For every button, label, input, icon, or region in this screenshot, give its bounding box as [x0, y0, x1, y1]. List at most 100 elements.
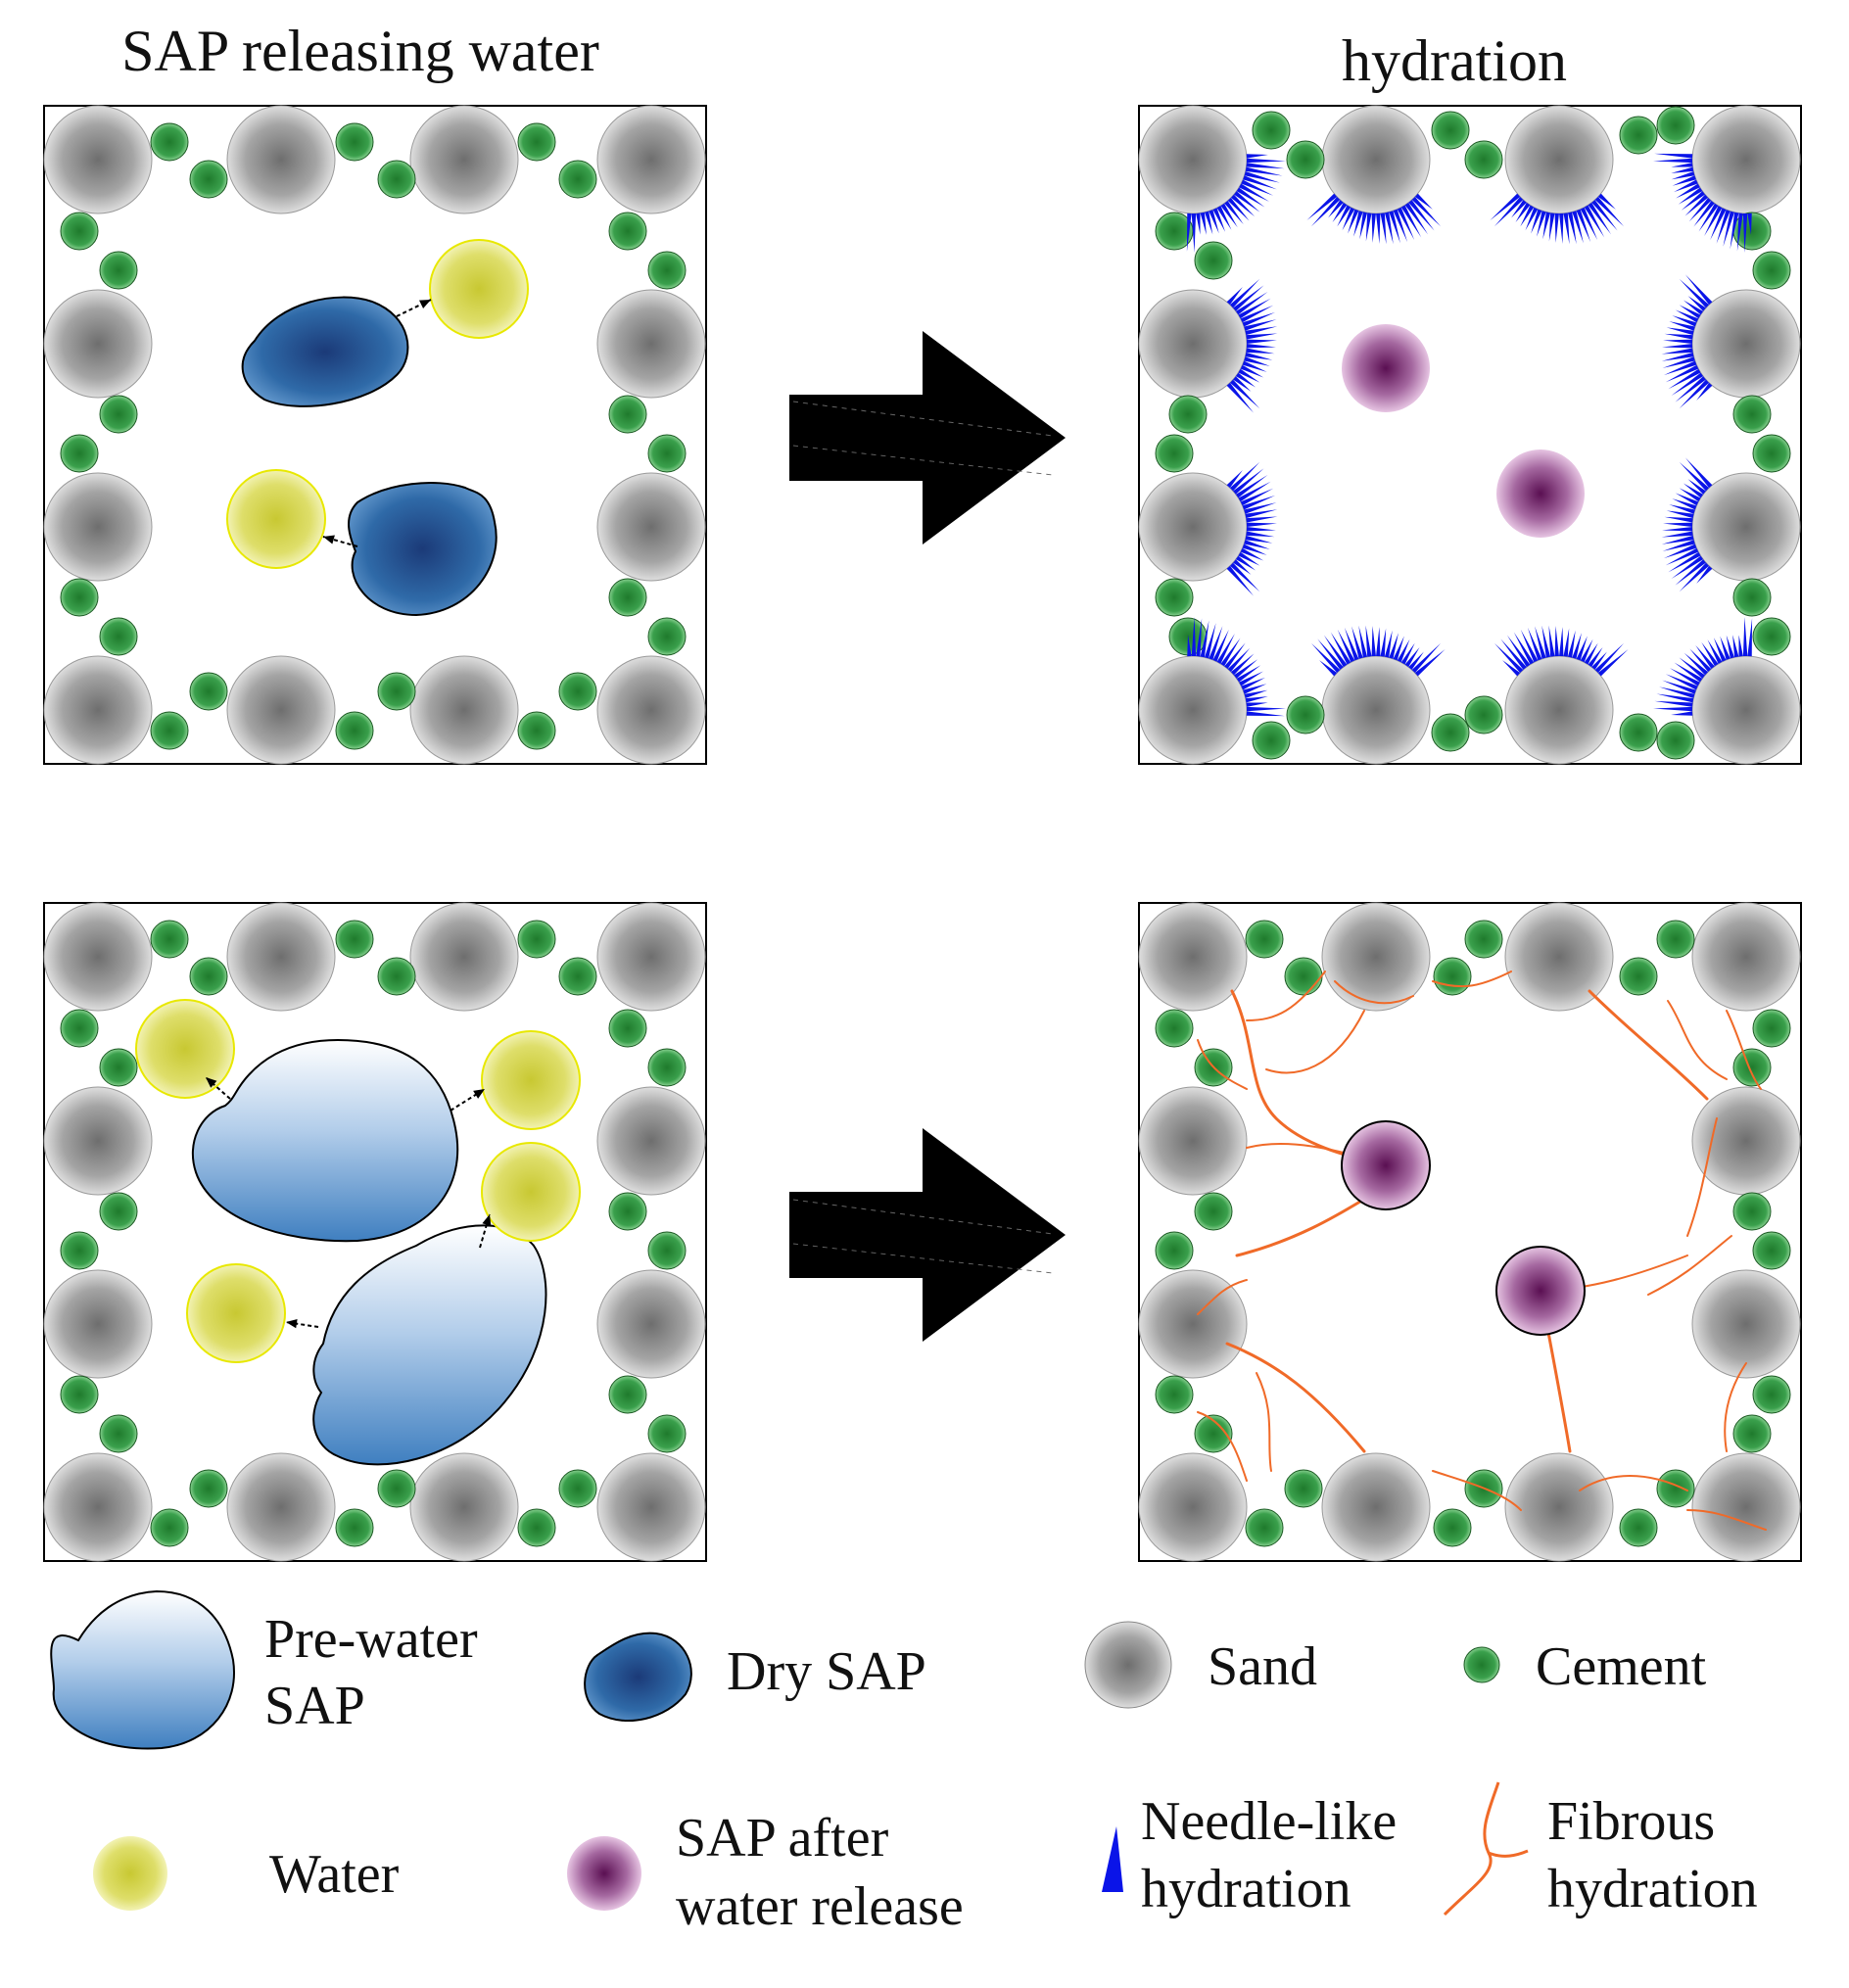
panel-frame [43, 105, 707, 765]
needle-crystal [1669, 668, 1700, 686]
cement-particle [608, 578, 647, 617]
sand-particle [43, 472, 153, 582]
needle-crystal [1500, 639, 1527, 670]
needle-crystal [1679, 488, 1701, 502]
needle-crystal [1332, 202, 1348, 223]
needle-crystal [1591, 651, 1607, 670]
sap-after-icon [567, 1836, 641, 1911]
cement-particle [99, 395, 138, 434]
needle-crystal [1698, 203, 1719, 232]
legend-sand-label: Sand [1208, 1636, 1317, 1697]
sand-particle [1138, 105, 1248, 214]
needle-crystal [1242, 311, 1276, 327]
needle-crystal [1306, 193, 1338, 221]
needle-crystal [1666, 510, 1694, 519]
sand-particle [43, 1086, 153, 1196]
sand-particle [1321, 902, 1431, 1012]
sand-particle [409, 1452, 519, 1562]
needle-crystal [1226, 565, 1255, 596]
needle-crystal [1663, 360, 1697, 376]
sap-after-release [1342, 324, 1430, 412]
needle-crystal [1204, 623, 1216, 659]
needle-crystal [1580, 639, 1593, 663]
cement-particle [647, 1414, 687, 1453]
sand-particle [1138, 1269, 1248, 1379]
needle-crystal [1414, 193, 1433, 210]
needle-crystal [1227, 647, 1251, 673]
needle-crystal [1216, 633, 1235, 664]
cement-particle [647, 434, 687, 473]
cement-particle [1194, 241, 1233, 280]
needle-crystal [1240, 488, 1274, 506]
needle-crystal [1359, 212, 1368, 240]
cement-particle [150, 122, 189, 162]
needle-crystal [1230, 653, 1255, 676]
needle-crystal [1594, 642, 1625, 674]
needle-crystal [1671, 555, 1704, 580]
needle-crystal [1572, 211, 1584, 244]
needle-crystal [1245, 696, 1268, 703]
needle-crystal [1244, 689, 1268, 699]
needle-crystal [1742, 617, 1748, 657]
needle-crystal [1246, 163, 1285, 169]
needle-crystal [1513, 632, 1535, 665]
needle-crystal [1584, 642, 1598, 665]
needle-crystal [1662, 356, 1695, 368]
cement-particle [1168, 395, 1208, 434]
cement-particle [60, 212, 99, 251]
needle-crystal [1337, 629, 1355, 663]
needle-crystal [1200, 212, 1207, 235]
needle-crystal [1679, 305, 1701, 319]
needle-crystal [1319, 660, 1338, 677]
legend-cement: Cement [1463, 1636, 1707, 1697]
cement-particle [189, 957, 228, 996]
fibrous-strand [1334, 980, 1414, 1005]
needle-crystal [1671, 163, 1693, 167]
needle-crystal [1548, 213, 1555, 242]
cement-particle [189, 160, 228, 199]
needle-crystal [1696, 382, 1713, 401]
needle-crystal [1684, 274, 1713, 306]
needle-crystal [1661, 531, 1693, 538]
needle-crystal [1376, 213, 1381, 244]
needle-crystal [1233, 559, 1252, 575]
title-hydration: hydration [1342, 28, 1567, 93]
cement-particle [335, 920, 374, 959]
cement-particle [1656, 721, 1695, 760]
needle-crystal [1226, 470, 1243, 489]
cement-particle [1252, 721, 1291, 760]
cement-particle [1619, 1508, 1658, 1547]
cement-particle [1732, 578, 1772, 617]
needle-crystal [1736, 213, 1743, 252]
needle-crystal [1506, 635, 1531, 668]
fibrous-strand [1197, 1279, 1248, 1315]
sand-particle [1138, 289, 1248, 399]
needle-crystal [1490, 193, 1521, 221]
cement-particle [558, 957, 597, 996]
needle-crystal [1229, 562, 1260, 592]
cement-particle [99, 1414, 138, 1453]
cement-particle [1155, 1009, 1194, 1048]
cement-particle [377, 957, 416, 996]
cement-particle [647, 251, 687, 290]
needle-crystal [1235, 474, 1268, 498]
fibrous-strand [1726, 1010, 1762, 1090]
needle-crystal [1591, 200, 1618, 231]
pre-water-sap-particle [312, 1224, 547, 1466]
cement-particle [335, 711, 374, 750]
cement-particle [1431, 111, 1470, 150]
cement-particle [1619, 713, 1658, 752]
fibrous-strand [1256, 1372, 1272, 1472]
needle-crystal [1520, 629, 1539, 663]
needle-crystal [1244, 170, 1280, 183]
legend-sap-after-line2: water release [676, 1876, 964, 1937]
legend-fibrous-line2: hydration [1547, 1859, 1758, 1919]
needle-crystal [1701, 641, 1719, 667]
needle-crystal [1716, 210, 1730, 244]
needle-crystal [1246, 522, 1277, 527]
fibrous-strand [1197, 1039, 1248, 1090]
needle-crystal [1668, 368, 1701, 390]
needle-crystal [1244, 502, 1277, 514]
cement-particle [1464, 920, 1503, 959]
needle-crystal [1659, 686, 1695, 699]
